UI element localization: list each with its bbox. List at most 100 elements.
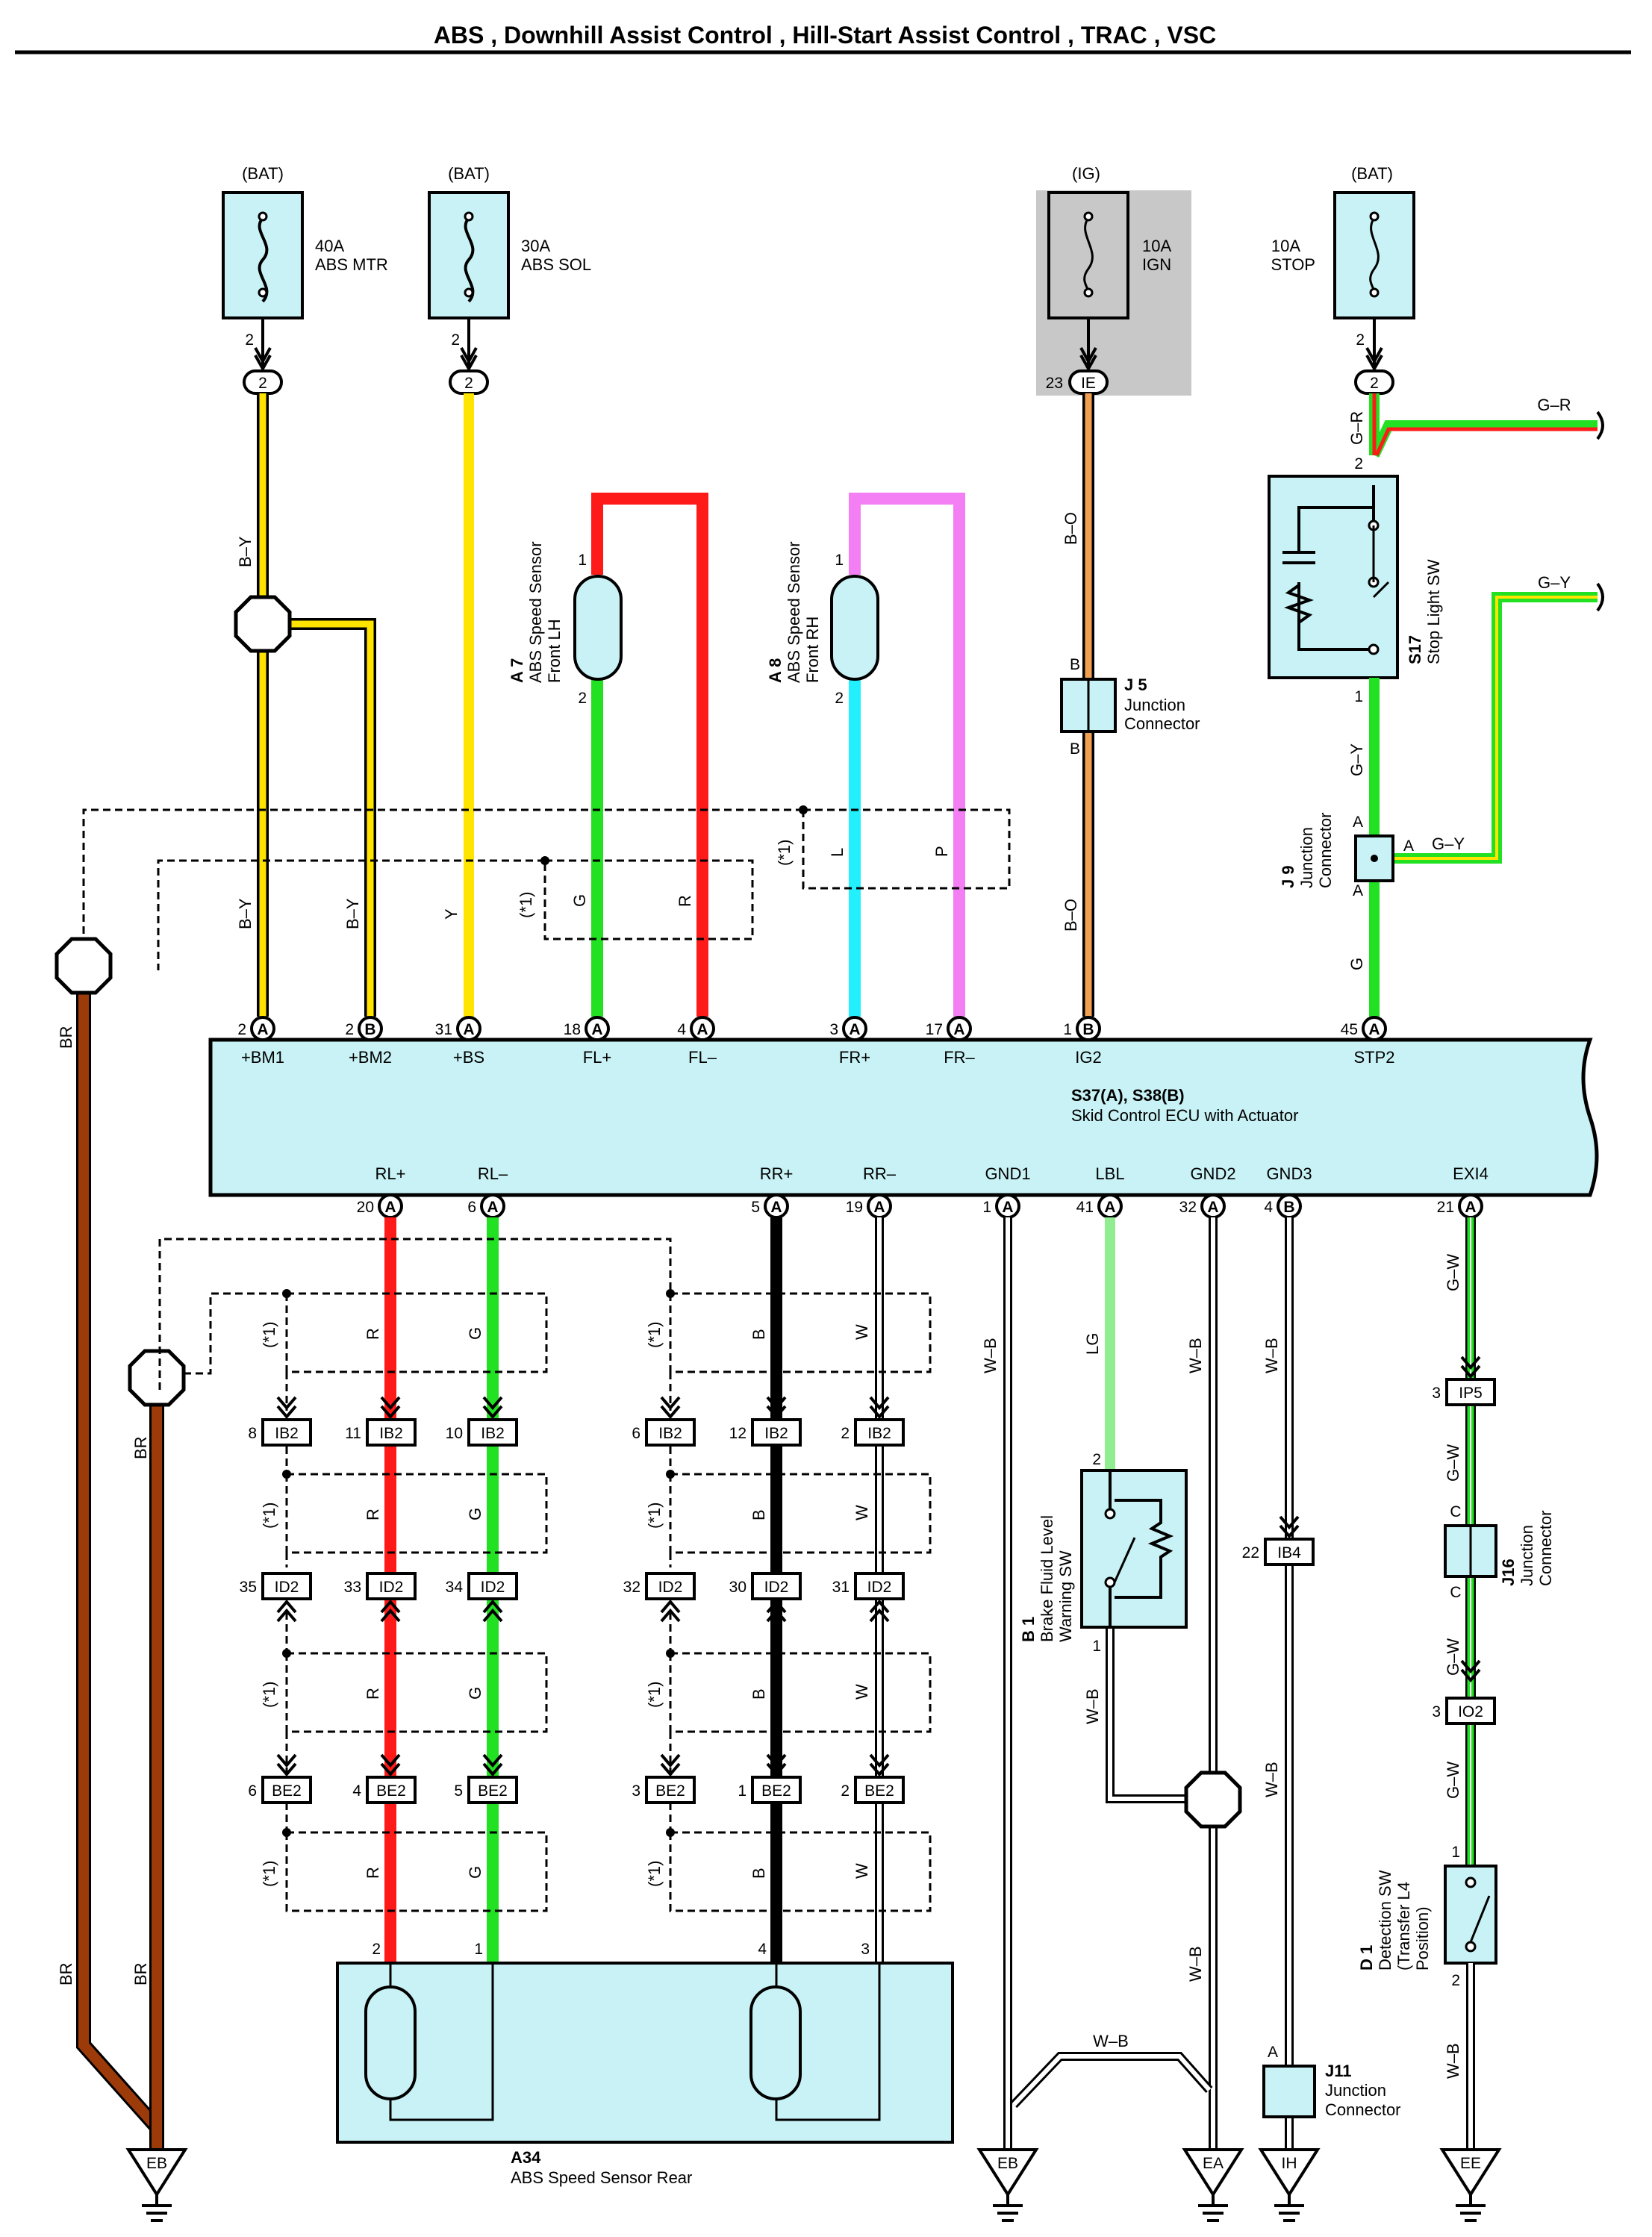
svg-text:FR–: FR– [944,1048,975,1067]
connector-ib2-row: IB2 IB2 IB2 IB2 IB2 IB2 8 11 10 6 12 2 [248,1396,905,1447]
svg-text:A: A [1353,882,1363,899]
svg-text:31: 31 [832,1579,850,1596]
svg-text:BR: BR [57,1026,75,1049]
ground-eb-left: EB [125,2148,188,2222]
wire-by-2 [263,618,376,1017]
svg-text:A: A [591,1021,602,1038]
svg-text:2: 2 [245,331,254,349]
svg-text:G–W: G–W [1444,1638,1462,1676]
svg-text:ID2: ID2 [275,1579,299,1596]
svg-text:W: W [853,1684,871,1700]
svg-text:2: 2 [841,1425,850,1442]
svg-text:(*1): (*1) [645,1322,664,1348]
svg-text:ID2: ID2 [379,1579,404,1596]
wire-p-front [849,493,965,1017]
pin-bm1: A2+BM1 [237,1016,284,1067]
svg-text:EA: EA [1203,2155,1224,2172]
bottom-wire-labels: W–B LG W–B W–B G–W G–W G–W G–W W–B W–B W… [57,1254,1462,2079]
svg-text:B: B [749,1329,768,1340]
svg-text:B: B [1070,656,1080,673]
svg-text:3: 3 [1432,1385,1441,1402]
svg-text:40A: 40A [315,237,344,255]
connector-be2-row: BE2 BE2 BE2 BE2 BE2 BE2 6 4 5 3 1 2 [248,1753,905,1804]
svg-text:(Transfer L4: (Transfer L4 [1394,1882,1413,1971]
svg-text:1: 1 [474,1941,483,1958]
svg-text:1: 1 [738,1782,746,1800]
svg-text:1: 1 [1354,688,1363,705]
svg-text:6: 6 [632,1425,640,1442]
svg-text:GND3: GND3 [1266,1164,1312,1183]
svg-text:41: 41 [1076,1199,1094,1216]
svg-text:BE2: BE2 [376,1782,406,1800]
svg-text:4: 4 [758,1941,767,1958]
splice-gnd2 [1184,1770,1242,1829]
wire-br-ground [76,967,164,2150]
stop-light-switch-s17: 2 1 S17 Stop Light SW [1268,455,1443,705]
svg-text:G: G [1347,958,1366,970]
splice-br-top [54,937,113,995]
shield-drop-lines [285,1372,672,1832]
svg-text:(*1): (*1) [775,840,794,866]
svg-text:Connector: Connector [1325,2100,1401,2119]
svg-text:A: A [487,1199,498,1216]
svg-text:IH: IH [1282,2155,1297,2172]
svg-text:G–R: G–R [1347,411,1366,445]
svg-text:A: A [696,1021,708,1038]
svg-text:30A: 30A [521,237,550,255]
svg-text:W: W [853,1324,871,1340]
connector-id2-row: ID2 ID2 ID2 ID2 ID2 ID2 35 33 34 32 30 3… [240,1572,905,1623]
svg-text:RL–: RL– [478,1164,508,1183]
svg-text:2: 2 [1356,331,1365,349]
svg-text:A: A [1368,1021,1380,1038]
svg-text:3: 3 [632,1782,640,1800]
svg-text:5: 5 [751,1199,760,1216]
svg-text:A: A [463,1021,474,1038]
pin-rr-plus: RR+A5 [751,1164,793,1219]
svg-text:W: W [853,1863,871,1879]
svg-text:G: G [466,1327,484,1340]
svg-text:1: 1 [1451,1844,1460,1861]
svg-text:W: W [853,1505,871,1520]
splice-by [234,595,292,653]
svg-text:Junction: Junction [1518,1525,1536,1586]
svg-text:11: 11 [345,1425,361,1442]
svg-text:18: 18 [564,1021,581,1038]
svg-text:45: 45 [1341,1021,1358,1038]
svg-text:W–B: W–B [1186,1946,1205,1982]
svg-text:Detection SW: Detection SW [1376,1870,1394,1971]
svg-text:(*1): (*1) [645,1682,664,1708]
sensor-a34: 2 1 4 3 A34 ABS Speed Sensor Rear [336,1941,954,2187]
svg-text:Position): Position) [1413,1906,1432,1971]
svg-text:3: 3 [861,1941,870,1958]
svg-text:(*1): (*1) [260,1503,278,1529]
svg-text:IO2: IO2 [1458,1703,1483,1720]
svg-text:Junction: Junction [1325,2081,1386,2100]
svg-text:G–W: G–W [1444,1762,1462,1799]
svg-text:2: 2 [1092,1451,1101,1468]
connector-ib4: IB4 22 [1242,1515,1315,1566]
svg-text:B–Y: B–Y [236,536,255,567]
svg-text:1: 1 [1092,1638,1101,1655]
svg-text:G–Y: G–Y [1432,834,1465,853]
splice-br-bottom [128,1349,186,1407]
svg-text:BE2: BE2 [272,1782,302,1800]
svg-text:2: 2 [841,1782,850,1800]
svg-text:ABS SOL: ABS SOL [521,255,591,274]
svg-text:Brake Fluid Level: Brake Fluid Level [1038,1515,1056,1642]
svg-text:2: 2 [451,331,460,349]
svg-text:(*1): (*1) [260,1682,278,1708]
fuse-stop: (BAT) 10A STOP 2 [1271,164,1415,349]
svg-text:W–B: W–B [1444,2043,1462,2079]
svg-text:RR–: RR– [863,1164,897,1183]
svg-text:IGN: IGN [1142,255,1171,274]
svg-text:A: A [1353,814,1363,831]
svg-text:B: B [749,1868,768,1879]
svg-text:3: 3 [829,1021,838,1038]
svg-text:S37(A), S38(B): S37(A), S38(B) [1071,1086,1185,1105]
svg-text:R: R [364,1688,382,1700]
svg-text:A: A [1002,1199,1013,1216]
